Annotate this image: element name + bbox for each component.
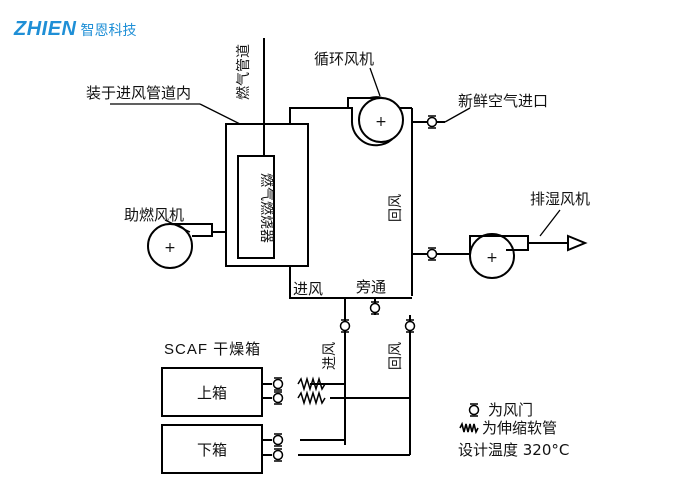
legend-bellows-icon xyxy=(459,421,479,435)
label-return-air-right: 回风 xyxy=(388,194,404,222)
damper-upper-1 xyxy=(272,377,284,391)
label-supply-air-top: 进风 xyxy=(293,280,323,298)
lower-box xyxy=(161,424,263,474)
label-upper-box: 上箱 xyxy=(197,384,227,402)
damper-return xyxy=(404,319,416,333)
label-gas-burner: 燃气燃烧器 xyxy=(258,173,275,243)
label-bypass: 旁通 xyxy=(356,278,386,296)
damper-lower-2 xyxy=(272,448,284,462)
label-circulation-fan: 循环风机 xyxy=(314,50,374,68)
logo-brand-cn: 智恩科技 xyxy=(80,22,137,39)
label-lower-box: 下箱 xyxy=(197,441,227,459)
label-exhaust-fan: 排湿风机 xyxy=(530,190,590,208)
legend-damper-text: 为风门 xyxy=(488,401,533,419)
circulation-fan: + xyxy=(347,96,404,147)
legend-damper-icon xyxy=(468,403,480,417)
combustion-fan-symbol: + xyxy=(164,240,176,256)
label-mounted-in-duct: 装于进风管道内 xyxy=(86,84,191,102)
label-gas-pipe: 燃气管道 xyxy=(235,44,252,100)
label-fresh-air-inlet: 新鲜空气进口 xyxy=(458,92,548,110)
legend-design-temp: 设计温度 320°C xyxy=(458,441,569,459)
legend-bellows-text: 为伸缩软管 xyxy=(482,419,557,437)
logo-brand-en: ZHIEN xyxy=(14,18,77,40)
damper-fresh-air xyxy=(426,115,438,129)
combustion-fan: + xyxy=(147,223,213,269)
bellows-upper-supply xyxy=(297,376,326,392)
damper-upper-2 xyxy=(272,391,284,405)
circulation-fan-symbol: + xyxy=(375,114,387,130)
damper-lower-1 xyxy=(272,433,284,447)
burner-inner-box xyxy=(237,155,275,259)
bellows-upper-return xyxy=(297,390,326,406)
label-combustion-fan: 助燃风机 xyxy=(124,206,184,224)
exhaust-fan: + xyxy=(469,233,529,279)
damper-supply xyxy=(339,319,351,333)
damper-exhaust xyxy=(426,247,438,261)
exhaust-fan-symbol: + xyxy=(486,250,498,266)
upper-box xyxy=(161,367,263,417)
label-supply-air-vertical: 进风 xyxy=(322,342,338,370)
damper-bypass xyxy=(369,301,381,315)
label-return-air-lower: 回风 xyxy=(388,342,404,370)
label-dryer-title: SCAF 干燥箱 xyxy=(164,341,261,358)
company-logo: ZHIEN 智恩科技 xyxy=(14,18,137,41)
